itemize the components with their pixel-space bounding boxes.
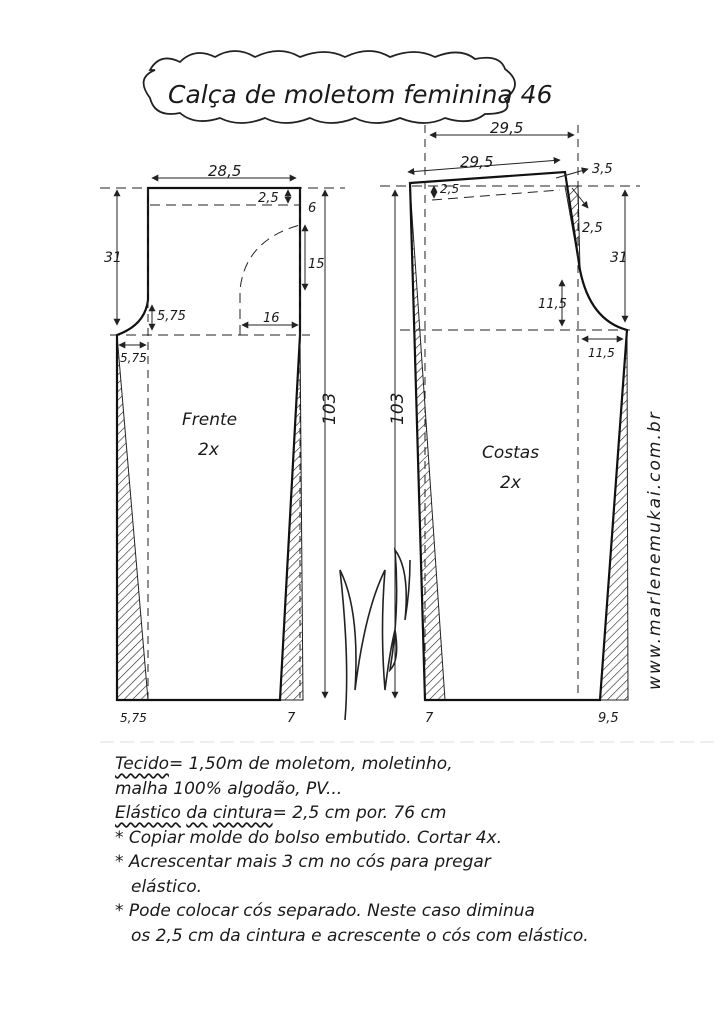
back-rise: 3,5: [592, 162, 613, 177]
note-item-1: * Copiar molde do bolso embutido. Cortar…: [115, 827, 502, 848]
back-crotch-ext-h: 11,5: [588, 346, 615, 360]
back-length: 103: [388, 393, 408, 425]
back-width-waist: 29,5: [460, 153, 493, 171]
title: Calça de moletom feminina 46: [168, 80, 553, 109]
note-item-2b: elástico.: [131, 876, 202, 897]
elastic-label-3: cintura: [212, 803, 273, 823]
fabric-line2: malha 100% algodão, PV...: [115, 778, 343, 799]
back-count: 2x: [500, 473, 522, 493]
front-crotch-ext-v: 5,75: [157, 309, 186, 324]
back-hem-right: 9,5: [598, 711, 619, 726]
back-crotch-depth: 31: [610, 250, 628, 266]
elastic-label-1: Elástico: [115, 803, 181, 823]
back-label: Costas: [482, 443, 539, 463]
notes: Tecido= 1,50m de moletom, moletinho, mal…: [115, 752, 715, 948]
fabric-label: Tecido: [115, 754, 170, 774]
front-hem-left: 5,75: [120, 711, 147, 725]
front-crotch-depth: 31: [104, 250, 122, 266]
website-url: www.marlenemukai.com.br: [645, 410, 665, 690]
signature: [339, 547, 411, 721]
back-crotch-ext-v: 11,5: [538, 297, 567, 312]
elastic-label-2: da: [186, 803, 208, 823]
front-piece: [115, 186, 304, 702]
back-waistband: 2,5: [440, 182, 459, 196]
front-count: 2x: [198, 440, 220, 460]
back-dart: 2,5: [582, 221, 603, 236]
title-cloud: [142, 50, 516, 124]
front-crotch-ext-h: 5,75: [120, 351, 147, 365]
back-hem-left: 7: [425, 711, 434, 726]
front-hem-right: 7: [287, 711, 296, 726]
back-piece: [408, 125, 629, 702]
front-pocket-width: 16: [263, 311, 280, 326]
front-top-offset: 6: [308, 201, 316, 216]
front-width: 28,5: [208, 162, 241, 180]
fabric-value: = 1,50m de moletom, moletinho,: [169, 754, 453, 774]
front-pocket-height: 15: [308, 257, 325, 272]
front-length: 103: [320, 393, 340, 425]
note-item-3: * Pode colocar cós separado. Neste caso …: [115, 901, 535, 921]
note-item-2: * Acrescentar mais 3 cm no cós para preg…: [115, 852, 491, 872]
front-label: Frente: [182, 410, 237, 430]
elastic-value: = 2,5 cm por. 76 cm: [272, 803, 447, 823]
back-width-top: 29,5: [490, 119, 523, 137]
front-waistband: 2,5: [258, 191, 279, 206]
note-item-3b: os 2,5 cm da cintura e acrescente o cós …: [131, 925, 589, 946]
